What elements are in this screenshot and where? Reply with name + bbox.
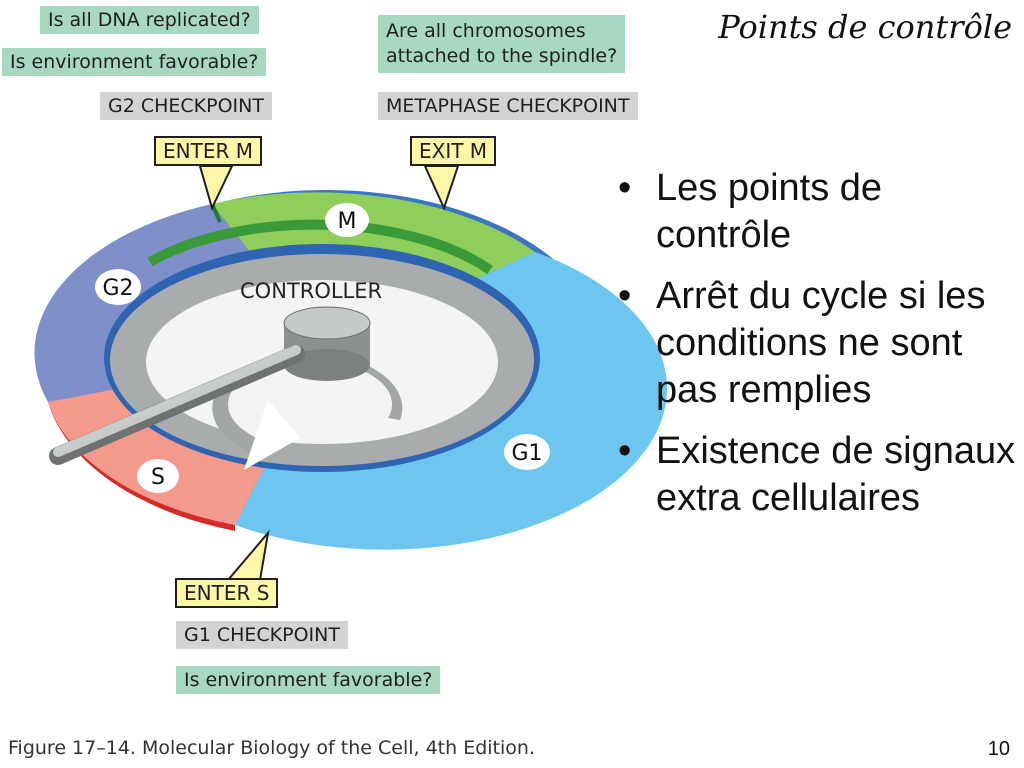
phase-m-text: M [338,209,357,234]
phase-label-g2: G2 [95,269,141,305]
exit-m-label: EXIT M [410,136,497,166]
bullet-list: •Les points de contrôle •Arrêt du cycle … [612,165,1017,536]
bullet-text: Arrêt du cycle si les conditions ne sont… [656,275,986,411]
phase-g2-text: G2 [102,276,133,301]
page-number: 10 [987,738,1010,760]
g1-question-environment: Is environment favorable? [176,666,441,694]
enter-m-pointer [198,165,234,211]
phase-label-m: M [325,203,369,237]
metaphase-question: Are all chromosomes attached to the spin… [378,15,626,73]
g2-question-dna: Is all DNA replicated? [40,6,259,34]
enter-s-pointer [225,529,270,581]
g2-checkpoint-label: G2 CHECKPOINT [100,92,272,120]
slide-title: Points de contrôle [718,8,1012,46]
bullet-item: •Arrêt du cycle si les conditions ne son… [618,275,986,411]
phase-label-g1: G1 [504,434,550,470]
g2-question-environment: Is environment favorable? [2,48,267,76]
bullet-text: Existence de signaux extra cellulaires [656,430,1016,519]
metaphase-question-line-2: attached to the spindle? [386,45,618,67]
exit-m-pointer [423,165,460,211]
controller-label: CONTROLLER [240,279,382,303]
bullet-item: •Existence de signaux extra cellulaires [618,430,1016,519]
enter-s-label: ENTER S [175,578,279,608]
metaphase-checkpoint-label: METAPHASE CHECKPOINT [378,92,638,120]
phase-g1-text: G1 [511,441,542,466]
phase-s-text: S [151,465,165,490]
controller-knob [49,306,371,465]
g1-checkpoint-label: G1 CHECKPOINT [176,621,348,649]
phase-label-s: S [137,459,179,493]
metaphase-question-line-1: Are all chromosomes [386,20,586,42]
figure-caption: Figure 17–14. Molecular Biology of the C… [8,737,535,759]
bullet-item: •Les points de contrôle [618,167,883,256]
bullet-text: Les points de contrôle [656,167,883,256]
enter-m-label: ENTER M [154,136,262,166]
